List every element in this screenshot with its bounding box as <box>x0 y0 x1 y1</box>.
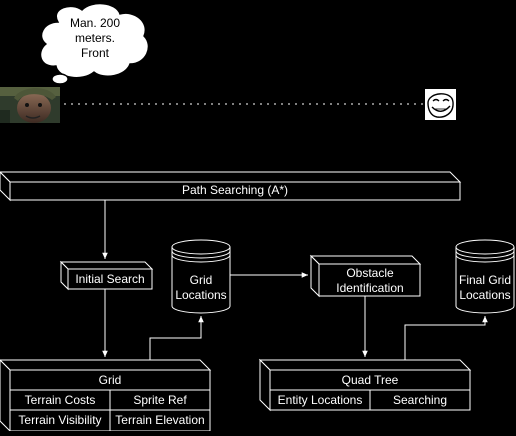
quad-tree-table: Quad Tree Entity Locations Searching <box>258 358 472 412</box>
grid-table: Grid Terrain Costs Sprite Ref Terrain Vi… <box>0 359 212 433</box>
initial-search-box: Initial Search <box>59 260 154 291</box>
grid-title: Grid <box>99 373 122 387</box>
grid-locations-line-1: Grid <box>190 273 213 287</box>
initial-search-label: Initial Search <box>75 272 144 286</box>
quad-tree-cell-entity-locations: Entity Locations <box>278 393 363 407</box>
final-grid-line-1: Final Grid <box>459 273 511 287</box>
grid-locations-db: Grid Locations <box>171 239 231 314</box>
path-searching-label: Path Searching (A*) <box>182 183 288 197</box>
thought-dot-large <box>51 73 69 85</box>
thought-cloud-shape <box>39 3 149 79</box>
final-grid-line-2: Locations <box>459 288 510 302</box>
arrow-quadtree-to-final <box>404 316 488 360</box>
final-grid-locations-db: Final Grid Locations <box>455 239 515 314</box>
obstacle-line-1: Obstacle <box>346 266 394 280</box>
connectors <box>102 200 488 360</box>
thought-line-3: Front <box>81 46 110 60</box>
obstacle-line-2: Identification <box>336 281 403 295</box>
grid-cell-terrain-costs: Terrain Costs <box>25 393 96 407</box>
grid-cell-terrain-elevation: Terrain Elevation <box>115 413 204 427</box>
obstacle-identification-box: Obstacle Identification <box>309 254 422 298</box>
grid-cell-sprite-ref: Sprite Ref <box>133 393 187 407</box>
thought-bubble: Man. 200 meters. Front <box>39 3 149 95</box>
thought-line-2: meters. <box>75 31 115 45</box>
grid-cell-terrain-visibility: Terrain Visibility <box>18 413 101 427</box>
grid-locations-line-2: Locations <box>175 288 226 302</box>
path-searching-box: Path Searching (A*) <box>0 171 462 202</box>
arrow-grid-to-locations <box>149 316 204 360</box>
soldier-avatar <box>0 87 60 123</box>
thought-line-1: Man. 200 <box>70 16 120 30</box>
quad-tree-cell-searching: Searching <box>393 393 447 407</box>
quad-tree-title: Quad Tree <box>342 373 399 387</box>
troll-face-icon <box>425 89 456 120</box>
